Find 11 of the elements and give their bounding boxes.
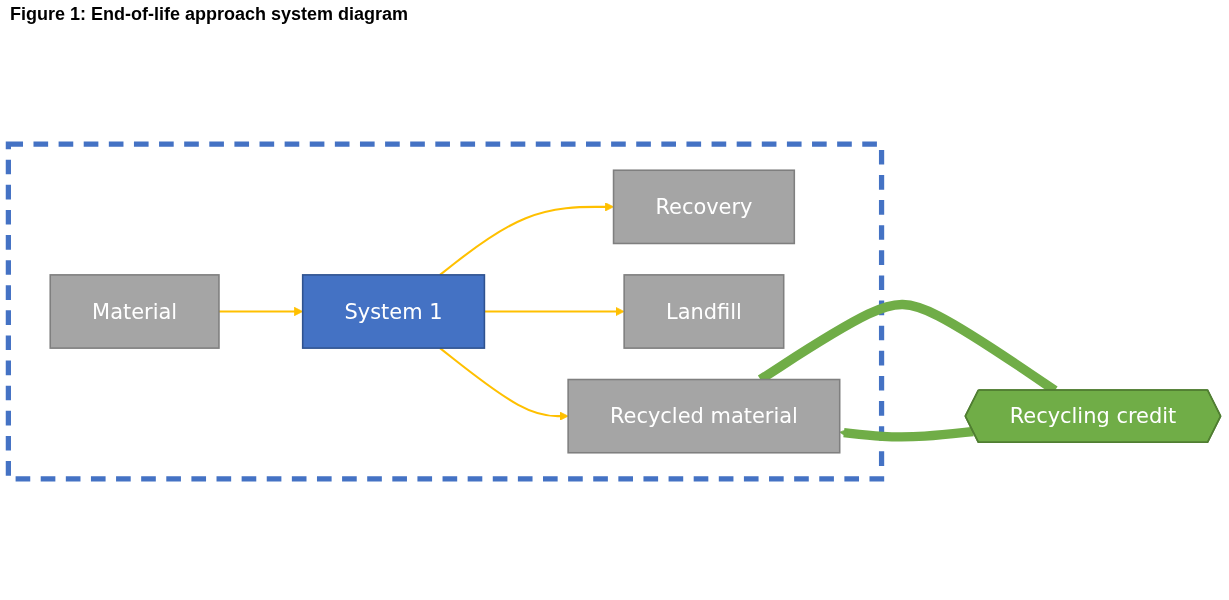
arrow bbox=[484, 306, 625, 317]
node-box: Recovery bbox=[612, 169, 796, 245]
node-box: System 1 bbox=[301, 274, 486, 349]
arrow bbox=[439, 202, 614, 276]
node-box: Recycled material bbox=[567, 378, 841, 454]
node-box: Landfill bbox=[623, 274, 785, 349]
arrow bbox=[839, 426, 974, 442]
figure-title: Figure 1: End-of-life approach system diagram bbox=[10, 4, 410, 25]
cluster bbox=[5, 141, 885, 482]
arrow bbox=[439, 347, 569, 421]
node-box: Material bbox=[49, 274, 220, 349]
